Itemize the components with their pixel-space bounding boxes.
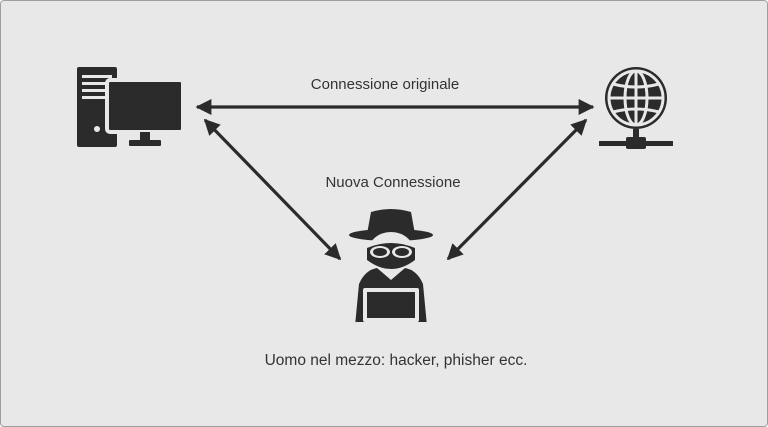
attacker-caption: Uomo nel mezzo: hacker, phisher ecc. xyxy=(264,352,528,369)
spy-hacker-icon xyxy=(349,209,433,327)
client-attacker-arrow xyxy=(203,118,342,261)
network-globe-icon xyxy=(599,67,673,149)
new-connection-label: Nuova Connessione xyxy=(325,174,461,191)
attacker-server-arrow xyxy=(446,118,588,261)
original-connection-label: Connessione originale xyxy=(310,76,460,93)
desktop-computer-icon xyxy=(77,67,183,147)
